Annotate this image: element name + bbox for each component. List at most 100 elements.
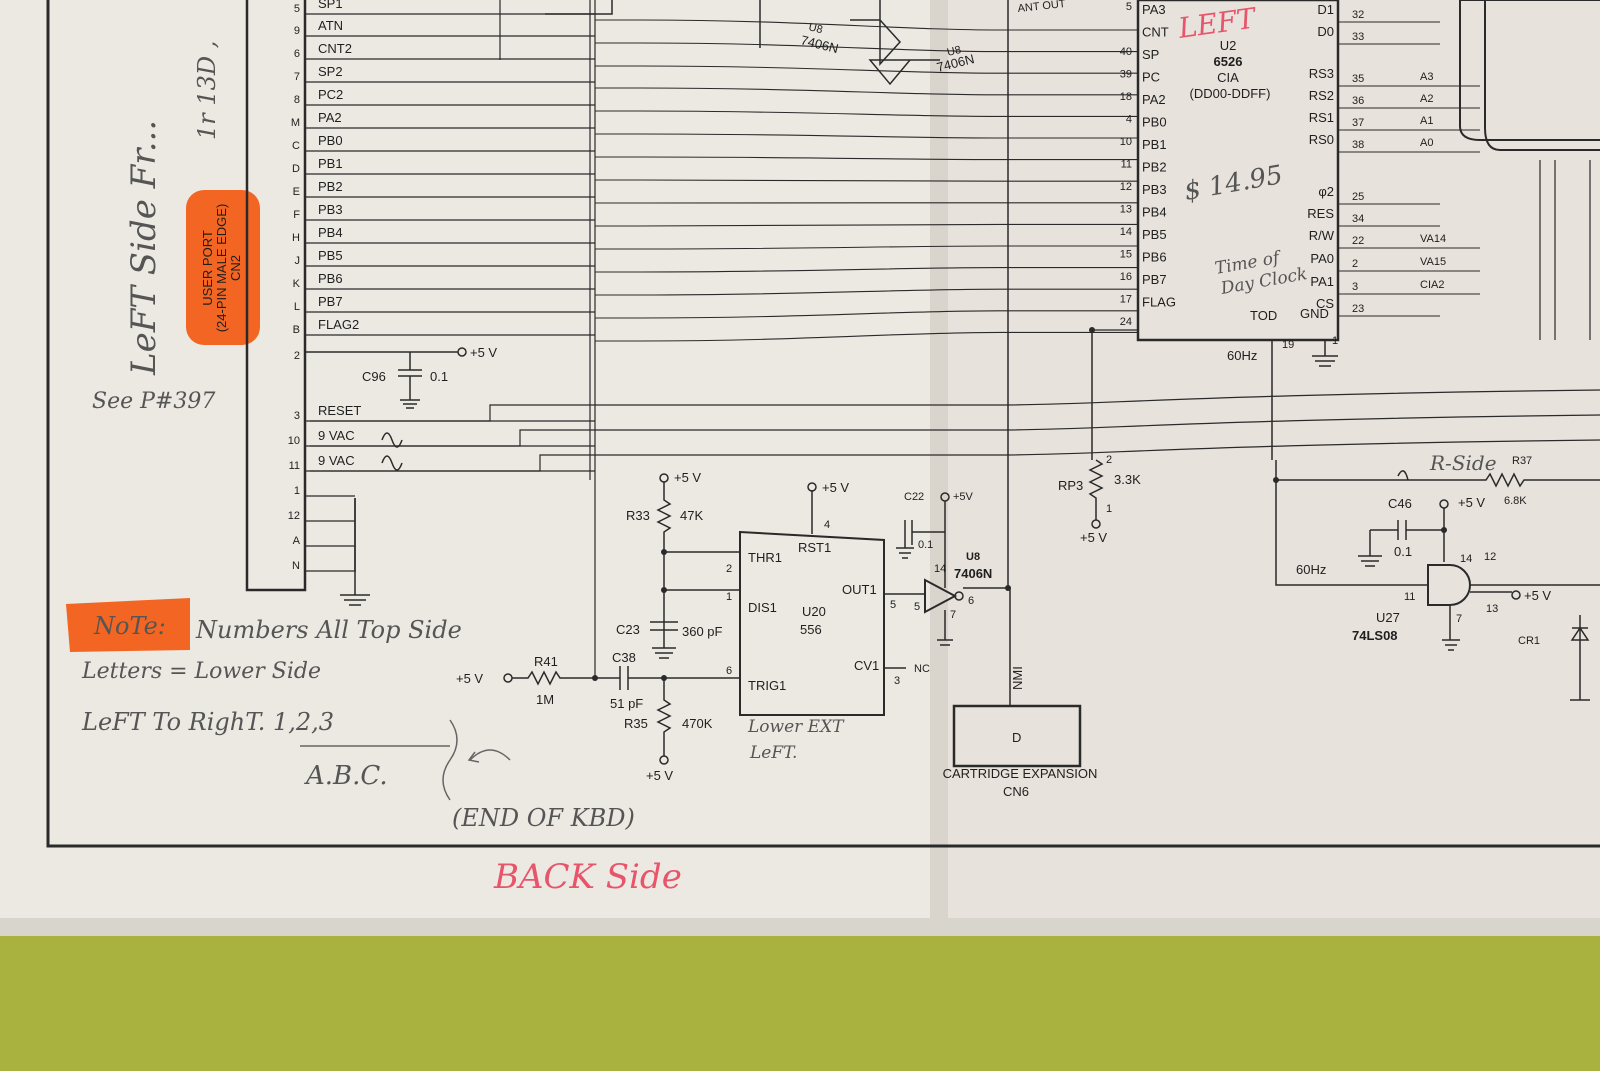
port-pin-number: B (293, 324, 300, 336)
note-line-4: A.B.C. (304, 761, 388, 791)
cartridge-ref: CN6 (1003, 784, 1029, 799)
u2-right-net: CIA2 (1420, 279, 1444, 291)
u2-tod: TOD (1250, 308, 1277, 323)
u2-left-pin-name: PB3 (1142, 182, 1167, 197)
u8-nmi-part: 7406N (954, 566, 992, 581)
u2-left-pin-name: FLAG (1142, 295, 1176, 310)
r41-value: 1M (536, 692, 554, 707)
u2-right-net: A2 (1420, 93, 1433, 105)
port-signal-label: PB0 (318, 133, 343, 148)
port-pin-number: 12 (288, 510, 300, 522)
cr1-ref: CR1 (1518, 635, 1540, 647)
port-signal-label: PB5 (318, 248, 343, 263)
note-ref-num: 1r 13D , (193, 41, 221, 140)
c23-ref: C23 (616, 622, 640, 637)
u2-tod-net: 60Hz (1227, 348, 1257, 363)
u2-left-pin-name: PB4 (1142, 205, 1167, 220)
c96-supply: +5 V (470, 345, 497, 360)
note-back-side: BACK Side (493, 857, 682, 897)
c46-supply: +5 V (1458, 495, 1485, 510)
r41-supply: +5 V (456, 671, 483, 686)
r33-value: 47K (680, 508, 703, 523)
u2-right-net: A0 (1420, 137, 1433, 149)
u8-nmi-pin-out: 6 (968, 595, 974, 607)
port-signal-label: SP2 (318, 64, 343, 79)
note-end-kbd: (END OF KBD) (452, 804, 635, 832)
u2-left-pin-number: 10 (1120, 136, 1132, 148)
u2-right-pin-name: D0 (1317, 24, 1334, 39)
u20-nc: NC (914, 663, 930, 675)
u2-ref: U2 (1220, 38, 1237, 53)
u2-tod-pin: 19 (1282, 339, 1294, 351)
u2-right-pin-number: 25 (1352, 191, 1364, 203)
u2-right-pin-number: 33 (1352, 31, 1364, 43)
note-left-side: LeFT Side Fr... (124, 120, 164, 376)
port-signal-label: PB2 (318, 179, 343, 194)
u2-gnd-pin: 1 (1332, 335, 1338, 347)
u2-left-pin-number: 12 (1120, 181, 1132, 193)
r41-ref: R41 (534, 654, 558, 669)
u2-gnd: GND (1300, 306, 1329, 321)
rp3-pin-bottom: 1 (1106, 503, 1112, 515)
port-pin-number: 3 (294, 410, 300, 422)
u27-pin-13: 13 (1486, 603, 1498, 615)
port-signal-label: CNT2 (318, 41, 352, 56)
u2-left-pin-name: PB5 (1142, 227, 1167, 242)
u20-ref: U20 (802, 604, 826, 619)
u20-cv: CV1 (854, 658, 879, 673)
r37-ref: R37 (1512, 455, 1532, 467)
u27-pin-11: 11 (1404, 591, 1415, 603)
u27-supply: +5 V (1524, 588, 1551, 603)
u2-right-pin-number: 34 (1352, 213, 1364, 225)
u2-left-pin-number: 40 (1120, 46, 1132, 58)
port-signal-label: FLAG2 (318, 317, 359, 332)
u20-pin-dis: 1 (726, 591, 732, 603)
u20-pin-cv: 3 (894, 675, 900, 687)
note-lower-1: Lower EXT (747, 717, 845, 737)
c46-value: 0.1 (1394, 544, 1412, 559)
u27-pin-12: 12 (1484, 551, 1496, 563)
port-signal-label: RESET (318, 403, 361, 418)
note-line-1: Numbers All Top Side (195, 616, 462, 644)
cartridge-title: CARTRIDGE EXPANSION (943, 766, 1098, 781)
u2-right-pin-name: RS2 (1309, 88, 1334, 103)
u2-left-pin-number: 15 (1120, 249, 1132, 261)
port-pin-number: 6 (294, 48, 300, 60)
u2-left-pin-number: 16 (1120, 271, 1132, 283)
u27-pin-14: 14 (1460, 553, 1472, 565)
u2-left-pin-name: PA2 (1142, 92, 1166, 107)
u2-left-pin-number: 17 (1120, 294, 1132, 306)
u2-part: 6526 (1214, 54, 1243, 69)
u2-right-pin-name: φ2 (1318, 184, 1334, 199)
u27-part: 74LS08 (1352, 628, 1398, 643)
u2-right-pin-name: RS0 (1309, 132, 1334, 147)
note-see-page: See P#397 (92, 389, 215, 414)
u2-left-pin-name: CNT (1142, 25, 1169, 40)
rp3-supply: +5 V (1080, 530, 1107, 545)
u20-thr: THR1 (748, 550, 782, 565)
port-signal-label: 9 VAC (318, 428, 355, 443)
note-lower-2: LeFT. (749, 743, 797, 763)
port-pin-number: K (293, 278, 301, 290)
u2-right-pin-number: 22 (1352, 235, 1364, 247)
u2-range: (DD00-DDFF) (1190, 86, 1271, 101)
c22-supply: +5V (953, 491, 974, 503)
page-fold (930, 0, 948, 935)
u20-part: 556 (800, 622, 822, 637)
u20-pin-rst: 4 (824, 519, 830, 531)
u2-left-pin-number: 13 (1120, 204, 1132, 216)
u2-right-pin-name: PA1 (1310, 274, 1334, 289)
u2-right-pin-name: RES (1307, 206, 1334, 221)
u2-left-pin-number: 24 (1120, 316, 1132, 328)
u2-left-pin-number: 4 (1126, 114, 1132, 126)
u27-pin-7: 7 (1456, 613, 1462, 625)
note-line-2: Letters = Lower Side (81, 659, 321, 684)
u8-nmi-pin-vcc: 14 (934, 563, 946, 575)
u2-right-net: VA14 (1420, 233, 1446, 245)
u2-left-pin-name: SP (1142, 47, 1159, 62)
port-pin-number: 2 (294, 350, 300, 362)
u2-right-pin-name: RS1 (1309, 110, 1334, 125)
u2-right-pin-number: 2 (1352, 258, 1358, 270)
port-pin-number: H (292, 232, 300, 244)
